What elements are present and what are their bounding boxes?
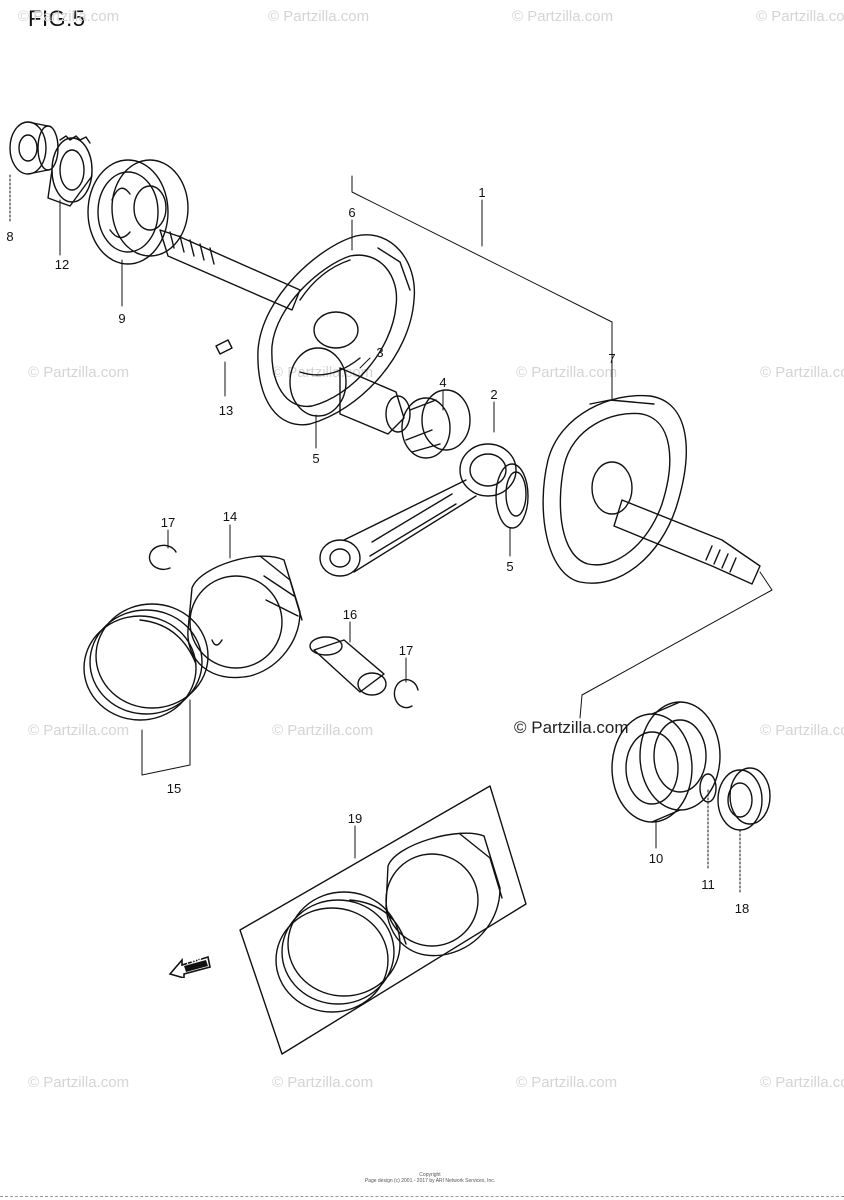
watermark: © Partzilla.com: [760, 364, 844, 381]
watermark: © Partzilla.com: [756, 8, 844, 25]
forward-arrow-icon: [168, 955, 211, 978]
washer-11: [699, 773, 717, 803]
watermark: © Partzilla.com: [272, 1074, 374, 1091]
watermark: © Partzilla.com: [516, 364, 618, 381]
watermark: © Partzilla.com: [28, 364, 130, 381]
callout-2: 2: [490, 387, 498, 402]
thrust-washer-5: [495, 463, 529, 529]
watermark-main: © Partzilla.com: [514, 718, 629, 737]
bottom-divider: [0, 1196, 844, 1197]
crankshaft-right-shaft: [613, 499, 761, 585]
bearing-9: [87, 159, 189, 265]
watermark: © Partzilla.com: [272, 364, 374, 381]
crankshaft-left-shaft: [159, 229, 301, 311]
watermark: © Partzilla.com: [272, 722, 374, 739]
leader-lines: [9, 174, 773, 893]
callout-7: 7: [608, 351, 616, 366]
callout-18: 18: [734, 901, 750, 916]
piston-pin-16: [309, 636, 387, 696]
watermark: © Partzilla.com: [516, 1074, 618, 1091]
callout-16: 16: [342, 607, 358, 622]
callout-17: 17: [160, 515, 176, 530]
oil-seal-18: [717, 767, 771, 831]
bearing-8: [9, 121, 59, 175]
piston-14: [187, 555, 303, 679]
crank-web-7: [542, 394, 687, 584]
watermark: © Partzilla.com: [268, 8, 370, 25]
callout-8: 8: [6, 229, 14, 244]
crank-pin-3: [289, 347, 411, 435]
callout-3: 3: [376, 345, 384, 360]
connecting-rod-2: [319, 443, 517, 577]
callout-9: 9: [118, 311, 126, 326]
figure-title: FIG.5: [28, 6, 86, 31]
callout-19: 19: [347, 811, 363, 826]
callout-1: 1: [478, 185, 486, 200]
gear-12: [47, 135, 93, 207]
bearing-10: [611, 701, 721, 823]
watermark: © Partzilla.com: [18, 8, 120, 25]
piston-kit-19-box: [239, 785, 527, 1055]
watermark: © Partzilla.com: [28, 1074, 130, 1091]
key-13: [215, 339, 233, 355]
callout-6: 6: [348, 205, 356, 220]
callout-12: 12: [54, 257, 70, 272]
circlip-17: [148, 544, 419, 709]
piston-kit-19: [275, 832, 503, 1013]
callout-14: 14: [222, 509, 238, 524]
watermark: © Partzilla.com: [760, 1074, 844, 1091]
callout-13: 13: [218, 403, 234, 418]
copyright-footer: Copyright Page design (c) 2001 - 2017 by…: [364, 1172, 496, 1184]
callout-5: 5: [506, 559, 514, 574]
callout-5: 5: [312, 451, 320, 466]
callout-11: 11: [701, 877, 715, 892]
watermark: © Partzilla.com: [512, 8, 614, 25]
needle-bearing-4: [401, 389, 471, 459]
callout-4: 4: [439, 375, 447, 390]
watermark: © Partzilla.com: [760, 722, 844, 739]
crank-web-6: [257, 234, 416, 426]
piston-rings-15: [83, 603, 209, 721]
callout-10: 10: [648, 851, 664, 866]
watermark: © Partzilla.com: [28, 722, 130, 739]
callout-15: 15: [166, 781, 182, 796]
callout-17: 17: [398, 643, 414, 658]
